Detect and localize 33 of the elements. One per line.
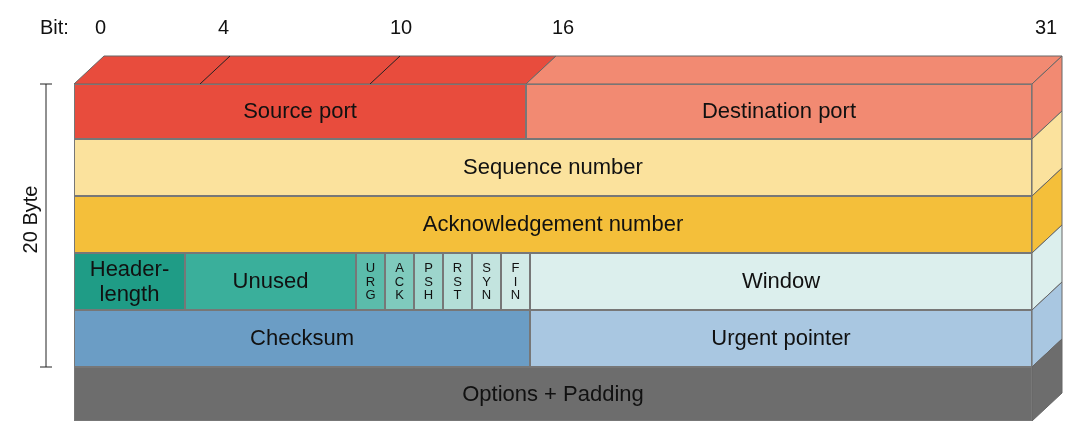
field-name: Window	[741, 269, 821, 294]
flag-name: SYN	[481, 261, 492, 302]
field-name: Checksum	[250, 326, 354, 351]
flag-name: FIN	[510, 261, 521, 302]
bit-number: 16	[552, 16, 575, 39]
axis-label: Bit:	[40, 16, 69, 39]
flag-name: RST	[452, 261, 463, 302]
flag-name: ACK	[394, 261, 405, 302]
flag-name: URG	[365, 261, 376, 302]
field-name: Destination port	[701, 99, 857, 124]
flag-bit-cell	[356, 253, 385, 310]
bit-number: 0	[95, 16, 107, 39]
flag-bit-cell	[501, 253, 530, 310]
bit-number: 31	[1035, 16, 1058, 39]
flag-bit-cell	[472, 253, 501, 310]
field-name: Header-length	[88, 257, 171, 306]
bit-number: 10	[390, 16, 413, 39]
field-name: Source port	[243, 99, 357, 124]
dimension-label: 20 Byte	[18, 184, 42, 256]
header-field	[74, 310, 530, 367]
header-field	[74, 84, 526, 139]
field-name: Unused	[232, 269, 309, 294]
flag-name: PSH	[423, 261, 434, 302]
field-name: Acknowledgement number	[422, 212, 684, 237]
flag-bit-cell	[414, 253, 443, 310]
header-field	[74, 253, 185, 310]
bit-number: 4	[218, 16, 230, 39]
flag-bit-cell	[443, 253, 472, 310]
field-name: Sequence number	[463, 155, 643, 180]
flag-bit-cell	[385, 253, 414, 310]
field-name: Urgent pointer	[711, 326, 851, 351]
header-field	[185, 253, 356, 310]
field-name: Options + Padding	[462, 381, 644, 407]
